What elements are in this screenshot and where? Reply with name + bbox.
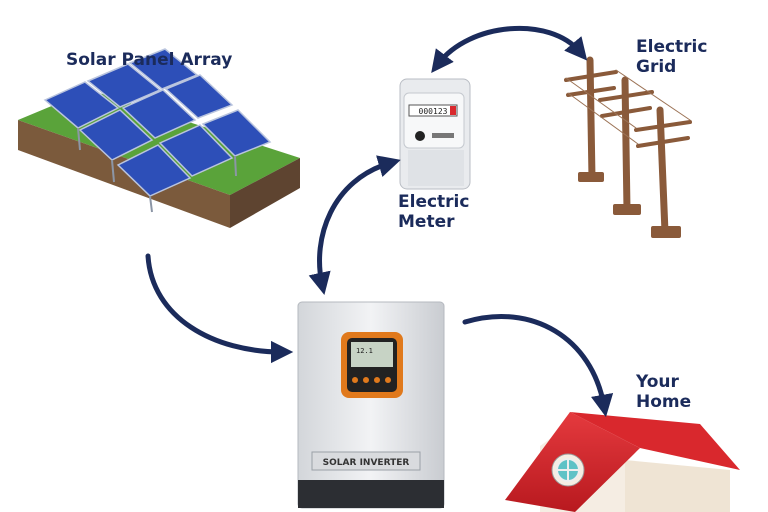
solar-inverter-icon: 12.1 SOLAR INVERTER [297, 301, 445, 509]
your-home-label: Your Home [636, 372, 691, 412]
inverter-brand-label: SOLAR INVERTER [323, 458, 410, 468]
your-home-label-line-1: Your [636, 372, 679, 392]
electric-grid-label-line-2: Grid [636, 57, 677, 77]
house-icon [505, 412, 740, 512]
arrow-inverter-to-home [462, 314, 614, 418]
solar-panel-array-icon [18, 48, 300, 228]
electric-meter-icon: 000123 [399, 78, 471, 190]
electric-meter-label: Electric Meter [398, 192, 469, 232]
your-home-label-line-2: Home [636, 392, 692, 412]
solar-panel-array-label: Solar Panel Array [66, 50, 233, 70]
electric-grid-label-line-1: Electric [636, 37, 708, 57]
arrow-meter-grid [431, 25, 588, 73]
flow-arrows [145, 25, 614, 418]
electric-grid-icon [564, 56, 692, 238]
meter-reading: 000123 [419, 107, 448, 116]
electric-meter-label-line-2: Meter [398, 212, 455, 232]
electric-meter-label-line-1: Electric [398, 192, 470, 212]
arrow-meter-inverter [308, 155, 401, 295]
arrow-panel-to-inverter [145, 253, 294, 364]
electric-grid-label: Electric Grid [636, 37, 707, 77]
inverter-display: 12.1 [356, 347, 373, 355]
